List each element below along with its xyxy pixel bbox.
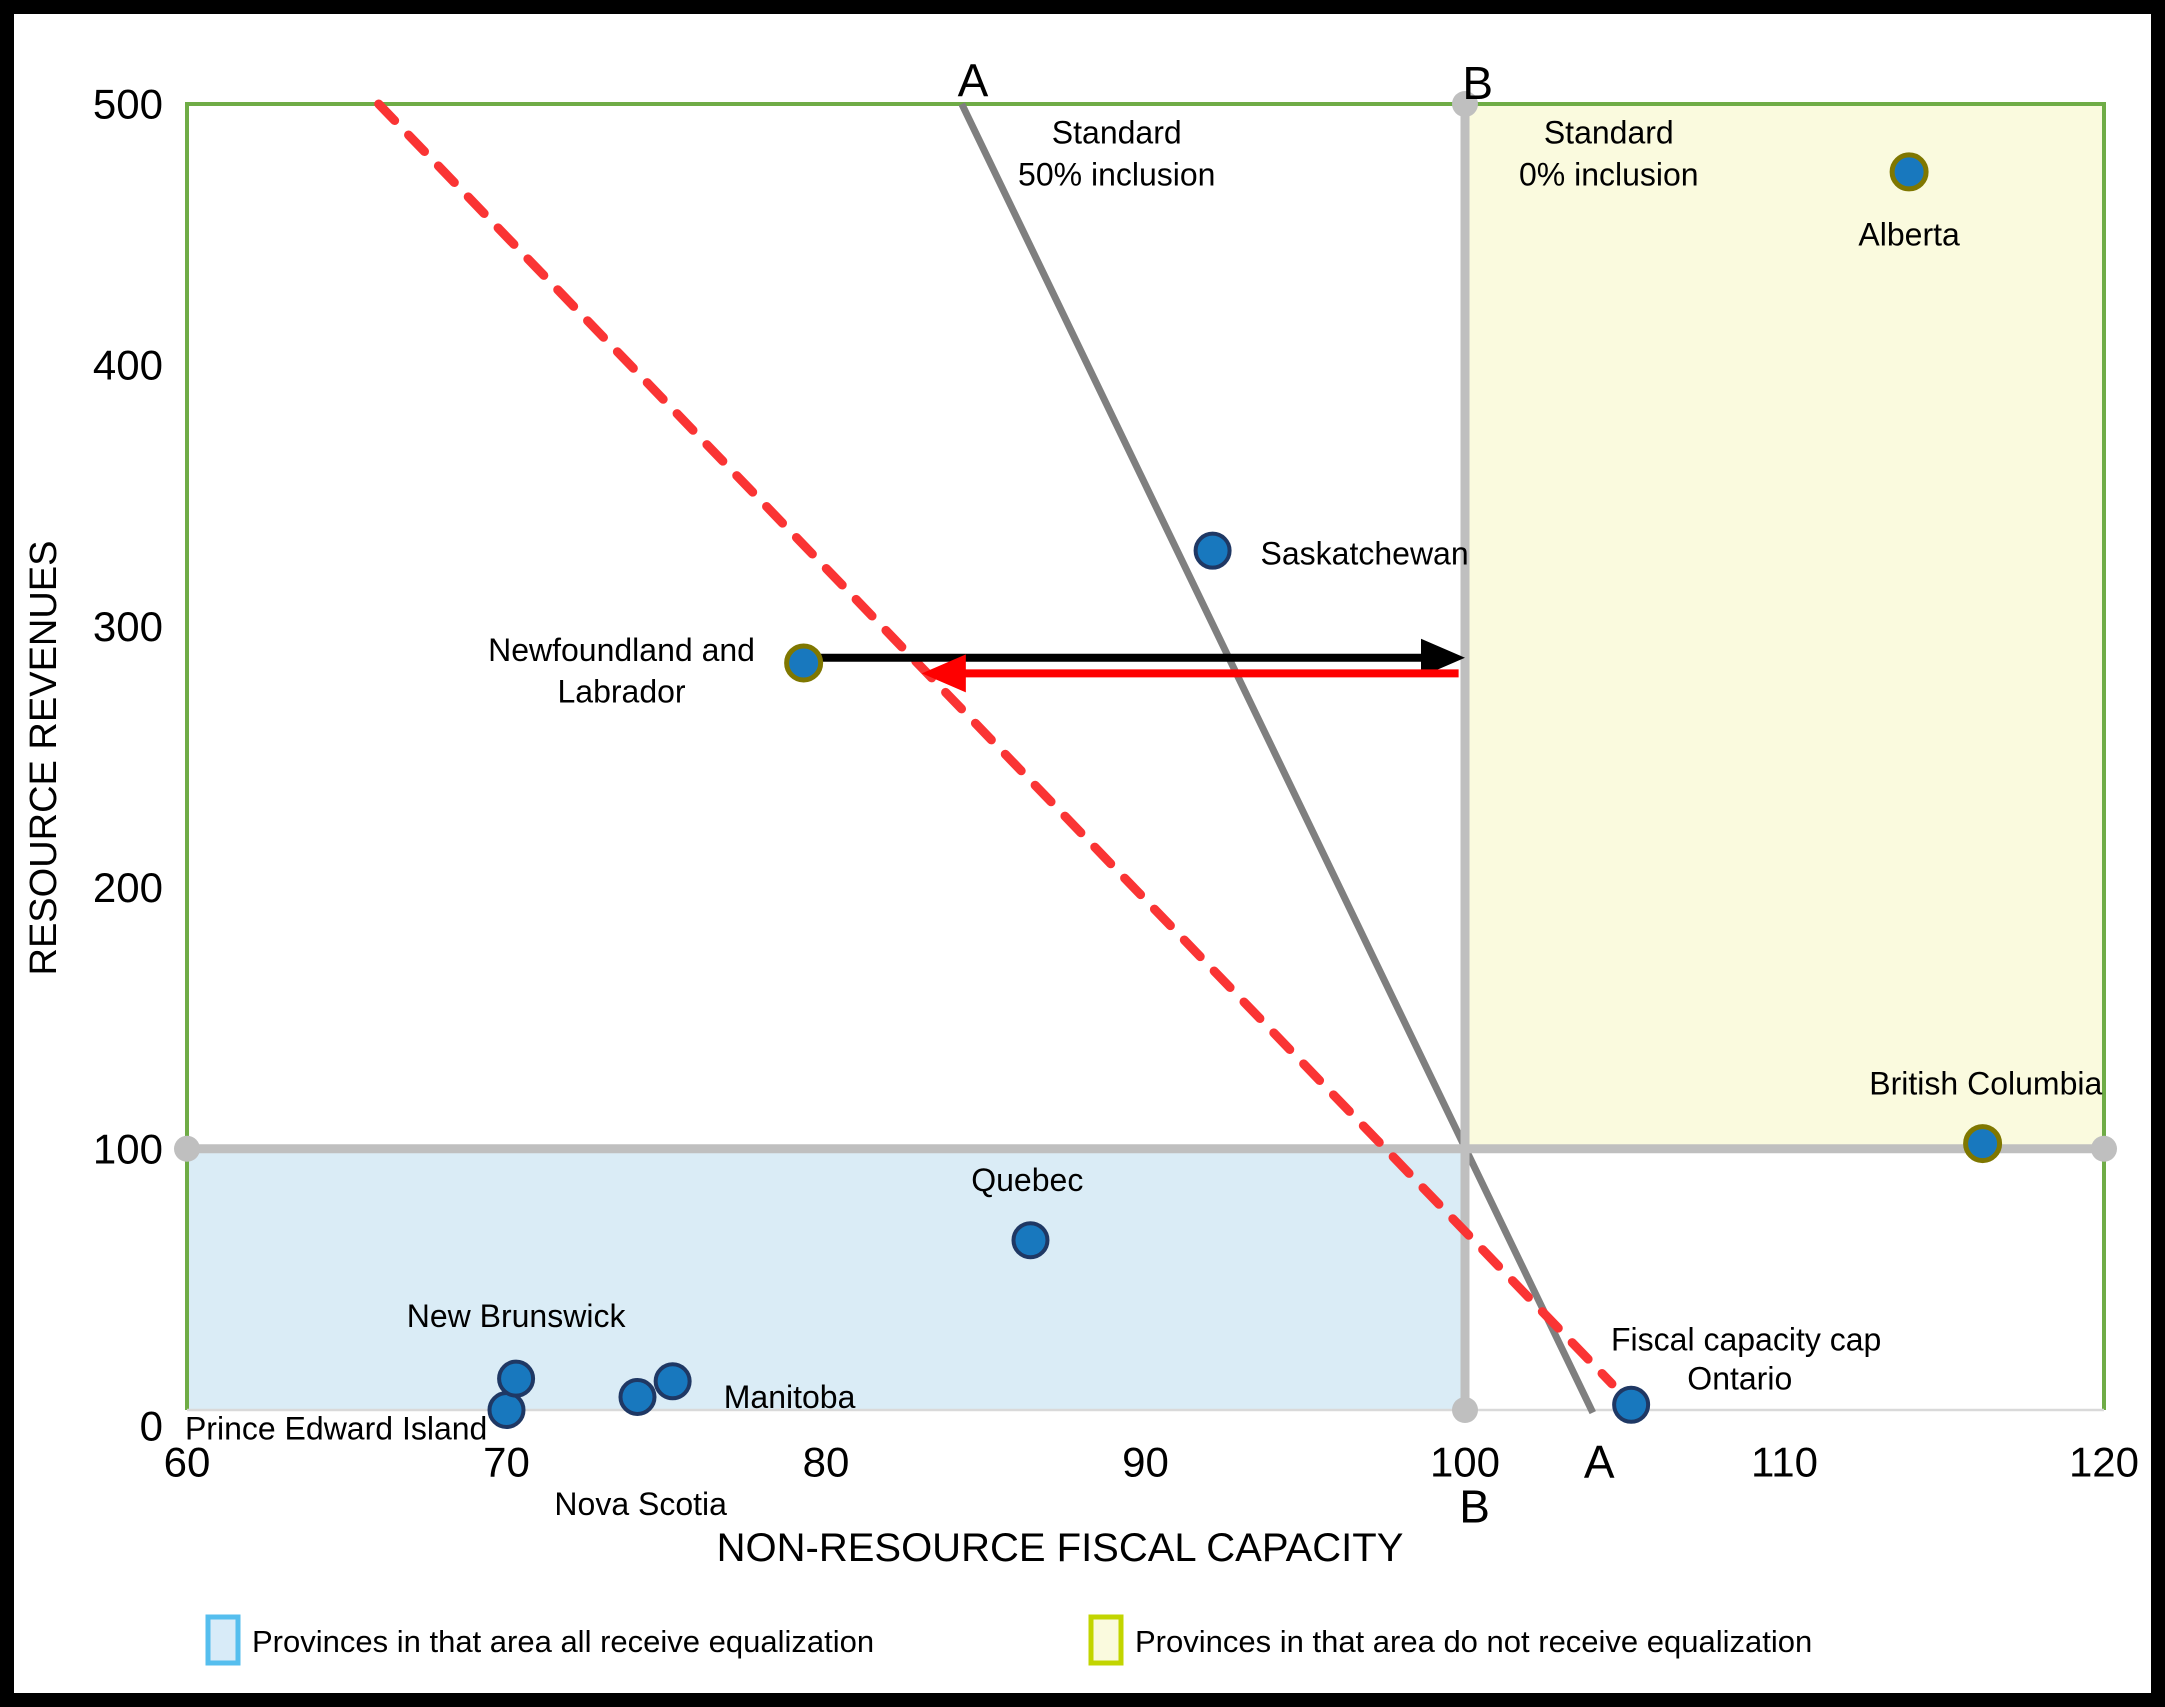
annotation-standard-0-line1: Standard (1544, 115, 1674, 151)
label-newfoundland-line1: Newfoundland and (488, 632, 755, 668)
point-ontario (1612, 1385, 1651, 1424)
annotation-standard-50-line1: Standard (1052, 115, 1182, 151)
point-british-columbia (1963, 1124, 2003, 1164)
x-tick-120: 120 (2069, 1439, 2139, 1486)
x-tick-90: 90 (1122, 1439, 1169, 1486)
label-ontario: Ontario (1687, 1361, 1792, 1397)
x-tick-70: 70 (483, 1439, 530, 1486)
label-newfoundland-line2: Labrador (557, 674, 685, 710)
label-a-bottom: A (1584, 1436, 1615, 1488)
y-tick-500: 500 (93, 81, 163, 128)
annotation-standard-0-line2: 0% inclusion (1519, 157, 1699, 193)
legend-label-receive-equalization: Provinces in that area all receive equal… (252, 1624, 874, 1659)
point-newfoundland-and-labrador (784, 643, 824, 683)
fiscal-capacity-cap-level-line-end-dot (2091, 1135, 2117, 1162)
fiscal-capacity-cap-dashed-line (374, 99, 1617, 1389)
point-prince-edward-island (487, 1391, 526, 1429)
standard-0-inclusion-line-end-dot (1452, 1397, 1478, 1423)
point-nova-scotia (618, 1377, 657, 1416)
black-arrow-to-standard-head (1421, 638, 1465, 677)
label-nova-scotia: Nova Scotia (554, 1486, 727, 1522)
standard-50-inclusion-line (958, 102, 1596, 1415)
standard-0-inclusion-line-end-dot (1452, 91, 1478, 117)
y-tick-300: 300 (93, 603, 163, 650)
x-tick-60: 60 (164, 1439, 211, 1486)
label-alberta: Alberta (1858, 217, 1960, 253)
label-new-brunswick: New Brunswick (407, 1298, 627, 1334)
plot-layer: A B A B Standard 50% inclusion Standard 0% incl… (93, 54, 2139, 1532)
point-new-brunswick (497, 1359, 536, 1398)
point-manitoba (653, 1362, 692, 1401)
y-axis-title: RESOURCE REVENUES (23, 541, 65, 976)
annotation-standard-50-line2: 50% inclusion (1018, 157, 1215, 193)
legend-swatch-no-equalization (1088, 1614, 1124, 1666)
y-tick-100: 100 (93, 1125, 163, 1172)
legend: Provinces in that area all receive equal… (205, 1614, 1812, 1666)
label-prince-edward-island: Prince Edward Island (185, 1410, 487, 1446)
red-arrow-from-standard-head (921, 654, 966, 693)
y-tick-0: 0 (140, 1403, 163, 1450)
label-british-columbia: British Columbia (1869, 1066, 2102, 1102)
fiscal-capacity-cap-level-line-end-dot (174, 1135, 200, 1162)
plot-border (185, 102, 2106, 1410)
equalization-receiving-area (187, 1148, 1465, 1410)
point-alberta (1889, 152, 1929, 192)
label-quebec: Quebec (971, 1162, 1083, 1198)
y-tick-400: 400 (93, 342, 163, 389)
legend-swatch-receive-equalization (205, 1614, 241, 1666)
label-a-top: A (958, 54, 989, 106)
y-tick-200: 200 (93, 864, 163, 911)
x-tick-80: 80 (803, 1439, 850, 1486)
annotation-fiscal-capacity-cap: Fiscal capacity cap (1611, 1321, 1881, 1357)
label-manitoba: Manitoba (724, 1379, 856, 1415)
point-saskatchewan (1193, 531, 1232, 570)
label-saskatchewan: Saskatchewan (1261, 535, 1469, 571)
label-b-bottom: B (1459, 1481, 1490, 1533)
label-b-top: B (1462, 57, 1493, 109)
x-tick-100: 100 (1430, 1439, 1500, 1486)
x-tick-110: 110 (1751, 1439, 1818, 1486)
point-quebec (1011, 1221, 1050, 1260)
x-axis-title: NON-RESOURCE FISCAL CAPACITY (717, 1526, 1404, 1570)
legend-label-no-equalization: Provinces in that area do not receive eq… (1135, 1624, 1812, 1659)
no-equalization-area (1465, 104, 2104, 1149)
